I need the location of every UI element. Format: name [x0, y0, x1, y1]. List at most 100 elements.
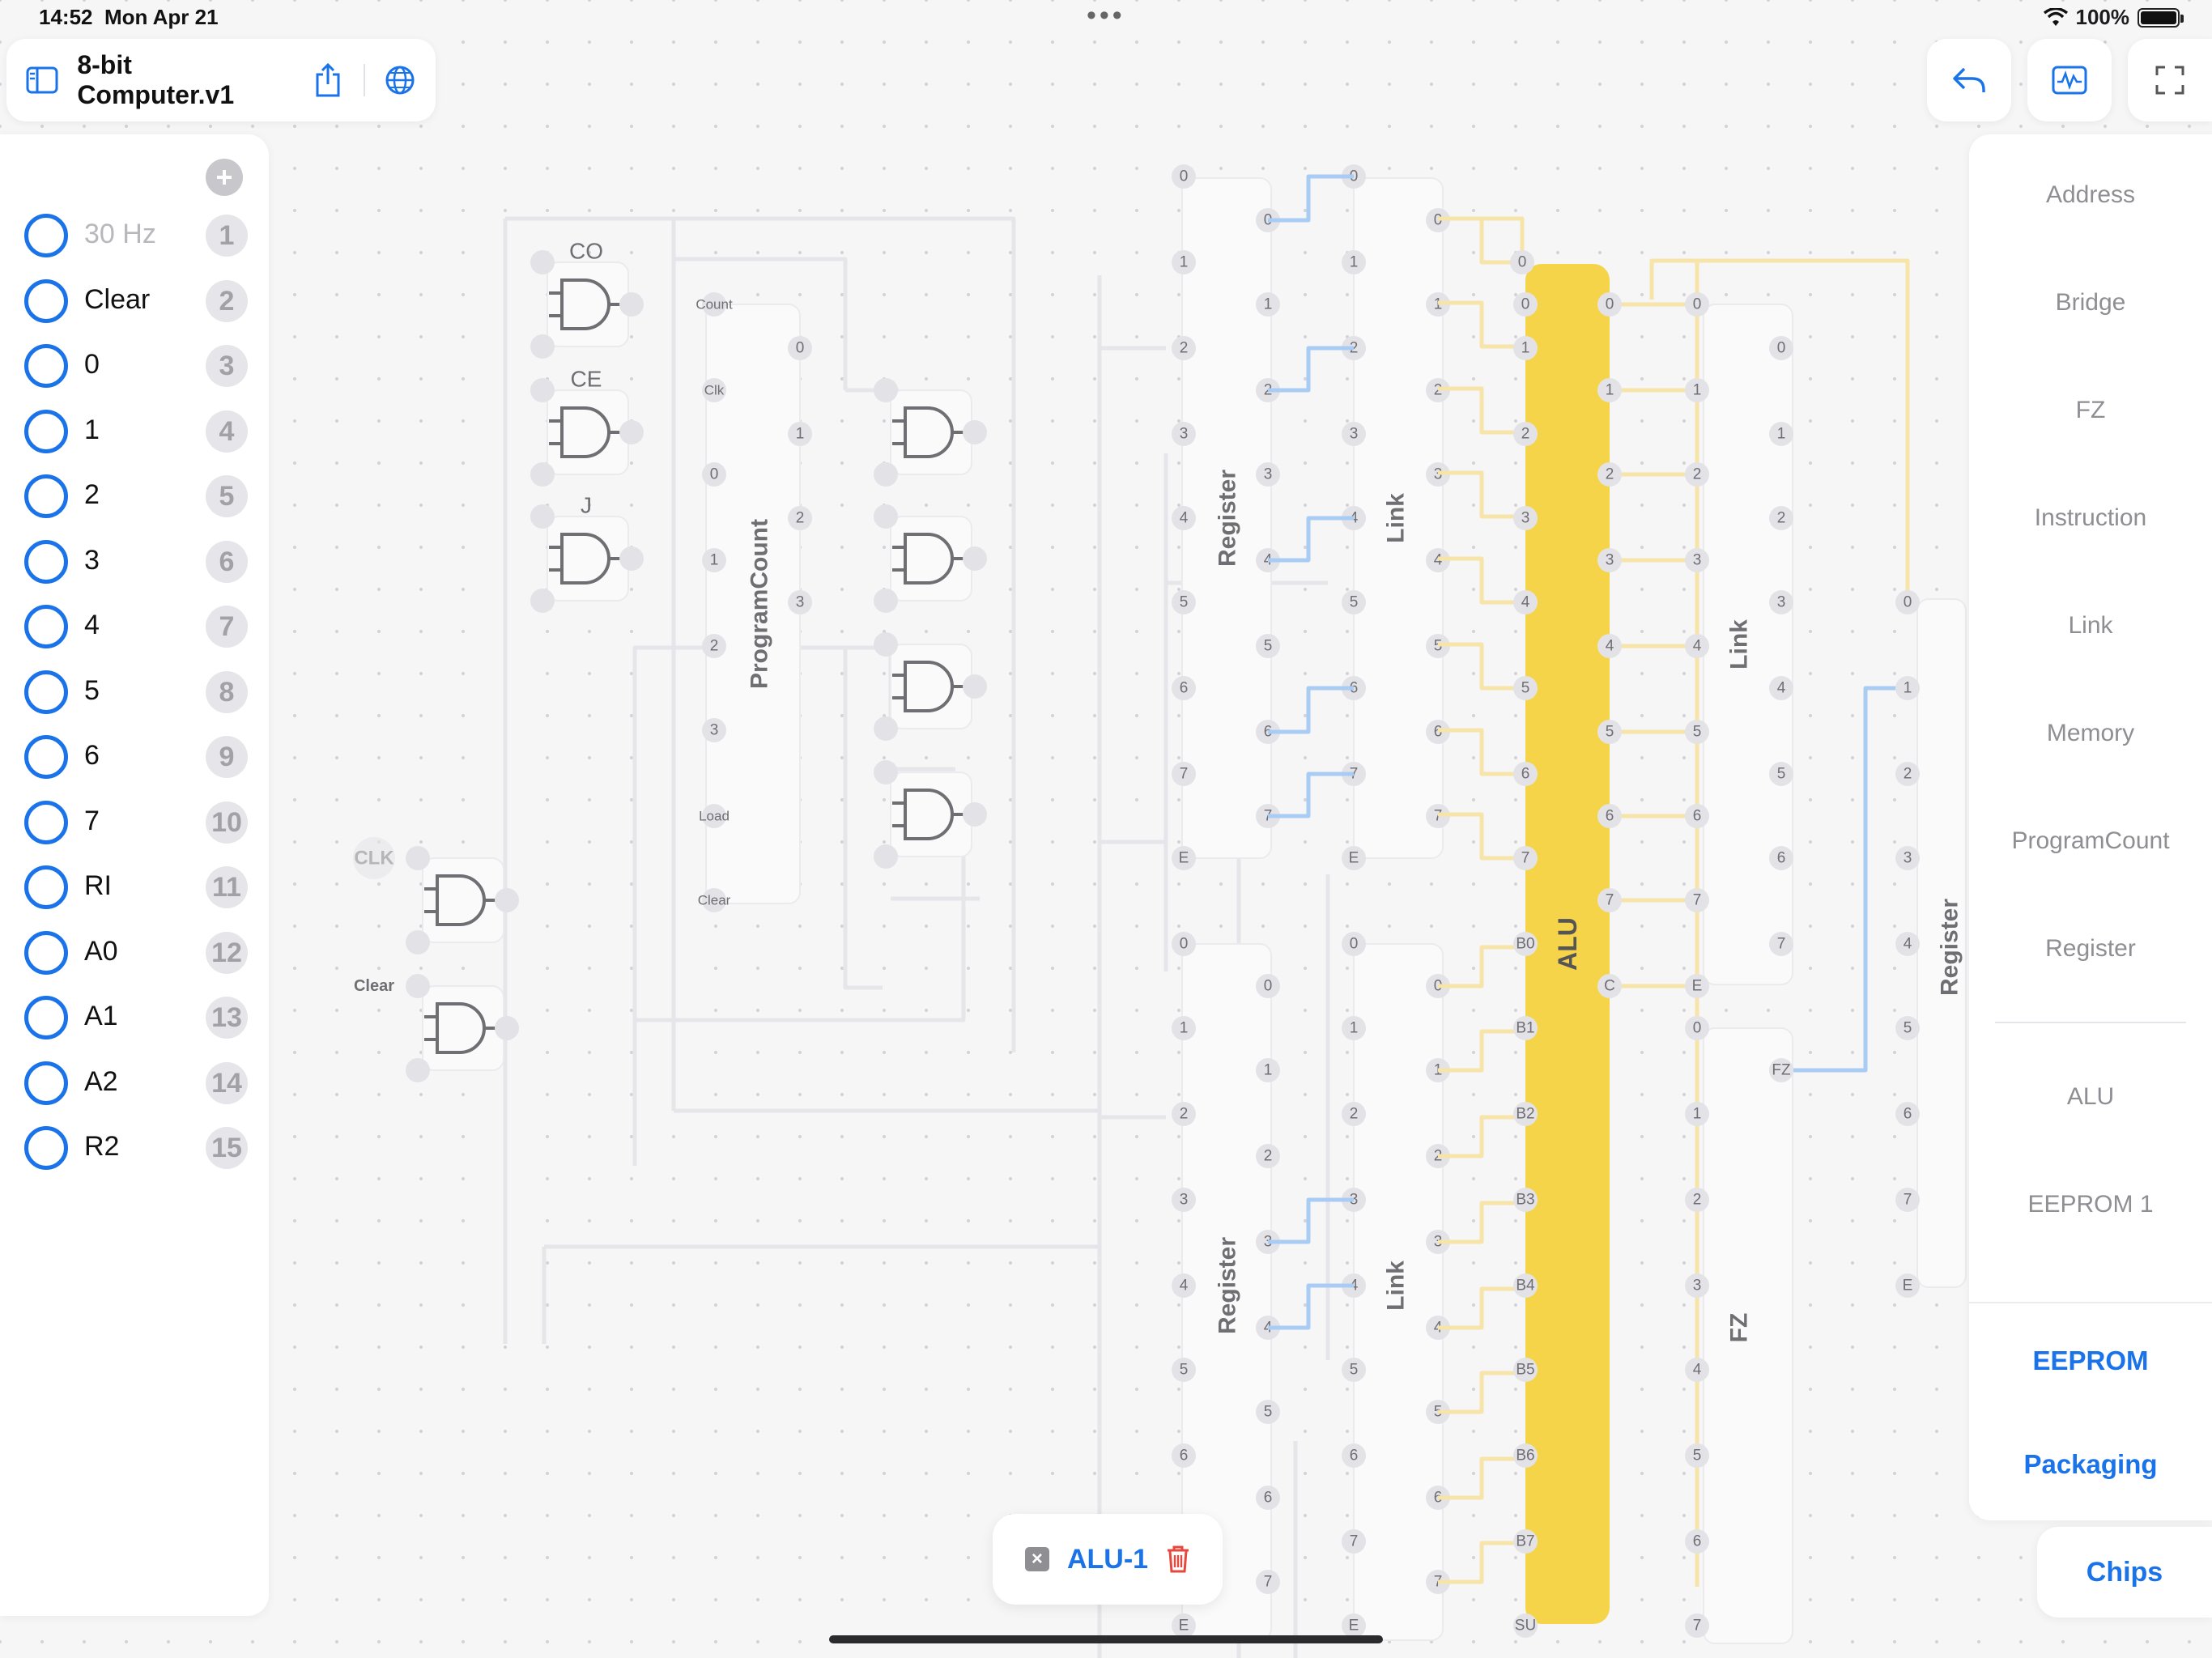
chip-item[interactable]: FZ — [2075, 397, 2106, 423]
gate-input-pin[interactable] — [530, 378, 555, 402]
alu-pin[interactable] — [1513, 292, 1538, 317]
register-pin[interactable] — [1895, 846, 1920, 870]
gate-input-pin[interactable] — [406, 846, 430, 870]
alu-pin[interactable] — [1513, 1529, 1538, 1554]
input-toggle[interactable] — [24, 800, 68, 844]
programcount-pin[interactable] — [702, 804, 726, 828]
alu-pin[interactable] — [1513, 676, 1538, 700]
register-pin[interactable] — [1256, 462, 1280, 487]
register-pin[interactable] — [1172, 336, 1196, 360]
link-pin[interactable] — [1342, 1529, 1366, 1554]
alu-pin[interactable] — [1513, 846, 1538, 870]
link-pin[interactable] — [1342, 846, 1366, 870]
input-toggle[interactable] — [24, 930, 68, 975]
input-toggle[interactable] — [24, 214, 68, 257]
gate-input-pin[interactable] — [874, 378, 898, 402]
register-pin[interactable] — [1172, 250, 1196, 274]
programcount-pin[interactable] — [702, 292, 726, 317]
alu-chip[interactable] — [1525, 264, 1610, 1624]
gate-input-pin[interactable] — [874, 504, 898, 529]
link-pin[interactable] — [1342, 1613, 1366, 1638]
register-pin[interactable] — [1172, 506, 1196, 530]
gate-output-pin[interactable] — [963, 802, 987, 827]
chip-item[interactable]: Instruction — [2034, 504, 2147, 531]
register-pin[interactable] — [1256, 292, 1280, 317]
register-pin[interactable] — [1172, 164, 1196, 189]
link-pin[interactable] — [1769, 932, 1793, 956]
register-pin[interactable] — [1172, 1613, 1196, 1638]
register-pin[interactable] — [1895, 762, 1920, 786]
gate-output-pin[interactable] — [495, 1016, 519, 1040]
link-pin[interactable] — [1769, 506, 1793, 530]
eeprom-link[interactable]: EEPROM — [2032, 1346, 2149, 1375]
fz-pin[interactable] — [1685, 1016, 1709, 1040]
register-pin[interactable] — [1895, 1016, 1920, 1040]
and-gate[interactable] — [904, 533, 954, 585]
register-pin[interactable] — [1895, 676, 1920, 700]
input-toggle[interactable] — [24, 996, 68, 1039]
register-pin[interactable] — [1172, 1016, 1196, 1040]
gate-input-pin[interactable] — [406, 974, 430, 998]
register-pin[interactable] — [1172, 846, 1196, 870]
link-pin[interactable] — [1342, 250, 1366, 274]
alu-pin[interactable] — [1513, 762, 1538, 786]
register-pin[interactable] — [1172, 422, 1196, 446]
programcount-pin[interactable] — [788, 336, 812, 360]
programcount-pin[interactable] — [788, 422, 812, 446]
fz-pin[interactable] — [1685, 1102, 1709, 1126]
link-pin[interactable] — [1685, 804, 1709, 828]
link-pin[interactable] — [1769, 590, 1793, 614]
register-pin[interactable] — [1172, 1102, 1196, 1126]
gate-output-pin[interactable] — [619, 420, 644, 444]
programcount-pin[interactable] — [702, 548, 726, 572]
alu-pin[interactable] — [1597, 548, 1622, 572]
alu-pin[interactable] — [1597, 888, 1622, 912]
and-gate[interactable] — [560, 406, 610, 458]
gate-input-pin[interactable] — [530, 589, 555, 613]
alu-pin[interactable] — [1597, 634, 1622, 658]
programcount-pin[interactable] — [788, 590, 812, 614]
link-pin[interactable] — [1685, 462, 1709, 487]
link-pin[interactable] — [1342, 422, 1366, 446]
and-gate[interactable] — [436, 874, 486, 926]
gate-input-pin[interactable] — [530, 334, 555, 359]
gate-input-pin[interactable] — [874, 632, 898, 657]
link-pin[interactable] — [1769, 336, 1793, 360]
alu-pin[interactable] — [1513, 1443, 1538, 1468]
waveform-button[interactable] — [2027, 39, 2112, 121]
gate-output-pin[interactable] — [963, 420, 987, 444]
input-toggle[interactable] — [24, 409, 68, 453]
input-toggle[interactable] — [24, 539, 68, 584]
alu-pin[interactable] — [1513, 932, 1538, 956]
register-pin[interactable] — [1895, 1188, 1920, 1212]
register-pin[interactable] — [1256, 974, 1280, 998]
fz-pin[interactable] — [1685, 1443, 1709, 1468]
fz-pin[interactable] — [1685, 1613, 1709, 1638]
gate-output-pin[interactable] — [619, 292, 644, 317]
alu-pin[interactable] — [1597, 378, 1622, 402]
register-pin[interactable] — [1172, 932, 1196, 956]
register-pin[interactable] — [1895, 1102, 1920, 1126]
gate-input-pin[interactable] — [874, 844, 898, 869]
register-pin[interactable] — [1895, 1273, 1920, 1298]
input-toggle[interactable] — [24, 278, 68, 323]
chip-item[interactable]: Register — [2045, 935, 2136, 962]
gate-input-pin[interactable] — [530, 250, 555, 274]
register-pin[interactable] — [1172, 1188, 1196, 1212]
and-gate[interactable] — [904, 789, 954, 840]
link-pin[interactable] — [1769, 422, 1793, 446]
gate-input-pin[interactable] — [874, 589, 898, 613]
alu-pin[interactable] — [1513, 1613, 1538, 1638]
register-pin[interactable] — [1172, 1358, 1196, 1382]
register-pin[interactable] — [1256, 1486, 1280, 1510]
input-toggle[interactable] — [24, 344, 68, 388]
chip-item[interactable]: Bridge — [2055, 289, 2126, 316]
input-toggle[interactable] — [24, 474, 68, 518]
